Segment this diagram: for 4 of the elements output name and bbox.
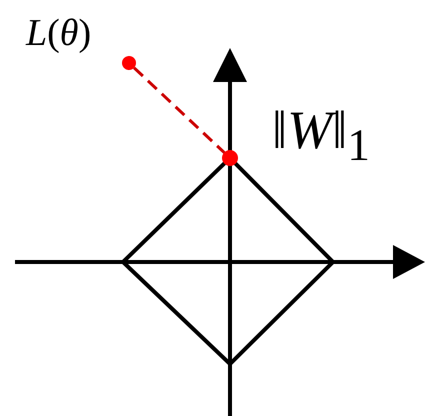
dashed-connector (133, 66, 226, 154)
vertex-dot (222, 150, 238, 166)
norm-label: ‖W‖$_{1}$ (272, 99, 370, 172)
point-label: L(θ) (26, 12, 92, 54)
